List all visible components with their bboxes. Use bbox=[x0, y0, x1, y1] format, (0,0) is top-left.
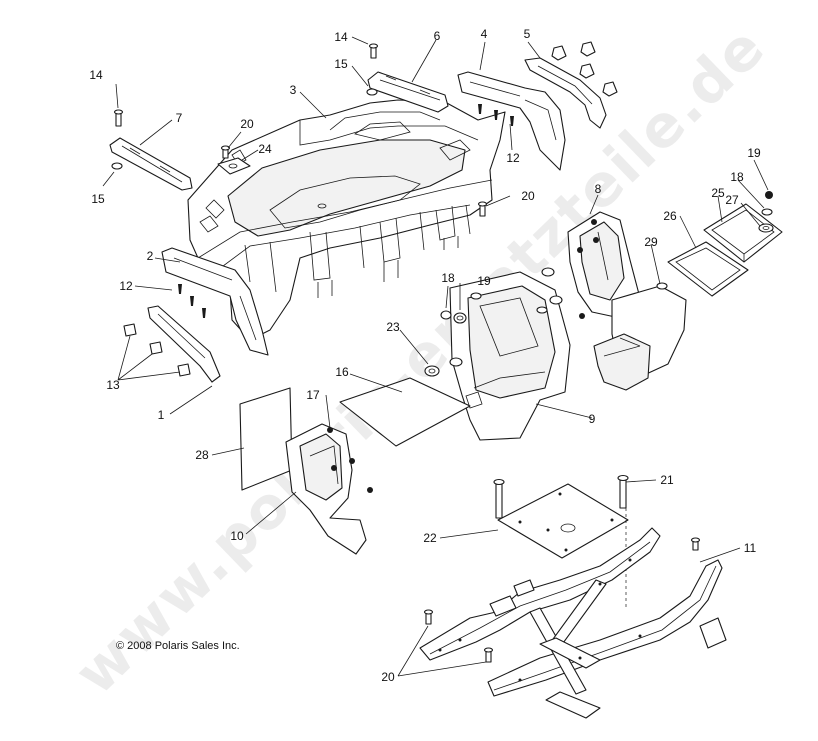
left-side-panel-part bbox=[161, 247, 269, 356]
copyright-notice: © 2008 Polaris Sales Inc. bbox=[116, 640, 240, 652]
callout-5: 5 bbox=[523, 27, 531, 41]
callout-11: 11 bbox=[743, 541, 757, 555]
callout-19: 19 bbox=[477, 274, 491, 288]
screws-and-fasteners bbox=[111, 43, 514, 377]
callout-20: 20 bbox=[381, 670, 395, 684]
callout-8: 8 bbox=[594, 182, 602, 196]
callout-22: 22 bbox=[423, 531, 437, 545]
left-rail-part bbox=[109, 137, 193, 191]
callout-16: 16 bbox=[335, 365, 349, 379]
callout-9: 9 bbox=[588, 412, 596, 426]
lid-part bbox=[703, 203, 783, 263]
callout-14: 14 bbox=[89, 68, 103, 82]
callout-26: 26 bbox=[663, 209, 677, 223]
left-storage-bin-part bbox=[285, 423, 373, 555]
callout-3: 3 bbox=[289, 83, 297, 97]
grommet bbox=[424, 365, 440, 377]
callout-27: 27 bbox=[725, 193, 739, 207]
callout-15: 15 bbox=[334, 57, 348, 71]
callout-12: 12 bbox=[506, 151, 520, 165]
callout-28: 28 bbox=[195, 448, 209, 462]
callout-12: 12 bbox=[119, 279, 133, 293]
callout-7: 7 bbox=[175, 111, 183, 125]
corner-cap-part bbox=[524, 57, 607, 129]
callout-2: 2 bbox=[146, 249, 154, 263]
rear-rail-part bbox=[367, 71, 449, 113]
callout-17: 17 bbox=[306, 388, 320, 402]
storage-box-part bbox=[449, 267, 571, 441]
callout-1: 1 bbox=[157, 408, 165, 422]
callout-29: 29 bbox=[644, 235, 658, 249]
callout-25: 25 bbox=[711, 186, 725, 200]
floor-plate-part bbox=[497, 483, 629, 559]
callout-18: 18 bbox=[730, 170, 744, 184]
panel-part bbox=[239, 387, 293, 491]
leader-lines bbox=[102, 36, 769, 677]
lid-seal-part bbox=[667, 241, 749, 297]
callout-19: 19 bbox=[747, 146, 761, 160]
callout-20: 20 bbox=[240, 117, 254, 131]
callout-24: 24 bbox=[258, 142, 272, 156]
callout-15: 15 bbox=[91, 192, 105, 206]
mount-bolts bbox=[493, 474, 629, 610]
foam-pad-part bbox=[339, 377, 471, 447]
washer-and-nut bbox=[440, 310, 467, 324]
callout-21: 21 bbox=[660, 473, 674, 487]
lid-fastener-stack bbox=[758, 191, 774, 233]
callout-23: 23 bbox=[386, 320, 400, 334]
callout-4: 4 bbox=[480, 27, 488, 41]
push-pins bbox=[551, 41, 618, 97]
frame-part bbox=[419, 527, 727, 719]
callout-18: 18 bbox=[441, 271, 455, 285]
callout-10: 10 bbox=[230, 529, 244, 543]
callout-14: 14 bbox=[334, 30, 348, 44]
right-storage-bin-part bbox=[567, 211, 641, 319]
cup-holder-part bbox=[593, 282, 687, 391]
front-trim-part bbox=[147, 305, 221, 383]
right-side-panel-part bbox=[457, 71, 566, 171]
cargo-box-part bbox=[187, 99, 506, 341]
callout-20: 20 bbox=[521, 189, 535, 203]
callout-6: 6 bbox=[433, 29, 441, 43]
callout-13: 13 bbox=[106, 378, 120, 392]
frame-screws bbox=[423, 537, 701, 663]
